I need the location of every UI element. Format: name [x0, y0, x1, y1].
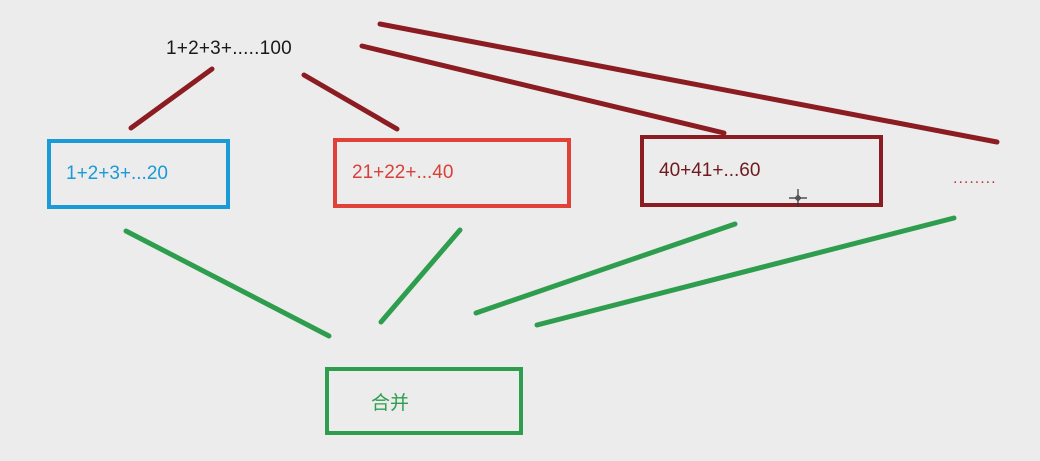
- merge-line-part-more: [534, 215, 957, 328]
- split-line-part-3: [359, 43, 727, 136]
- part-box-1: 1+2+3+...20: [47, 139, 230, 209]
- more-parts-ellipsis: ........: [953, 170, 997, 187]
- part-box-3: 40+41+...60: [640, 135, 883, 207]
- merge-line-part-3: [473, 221, 738, 316]
- split-line-part-more: [377, 21, 1000, 145]
- part-label-2: 21+22+...40: [352, 162, 454, 183]
- split-line-part-2: [301, 72, 400, 132]
- merge-label: 合并: [371, 392, 410, 414]
- split-line-part-1: [128, 66, 215, 131]
- merge-line-part-2: [378, 227, 463, 325]
- merge-line-part-1: [123, 228, 332, 339]
- merge-box: 合并: [325, 367, 523, 435]
- part-box-2: 21+22+...40: [333, 138, 571, 208]
- root-sum-label: 1+2+3+.....100: [166, 38, 292, 59]
- part-label-3: 40+41+...60: [659, 160, 761, 181]
- part-label-1: 1+2+3+...20: [66, 163, 168, 184]
- crosshair-cursor-icon: [789, 189, 807, 207]
